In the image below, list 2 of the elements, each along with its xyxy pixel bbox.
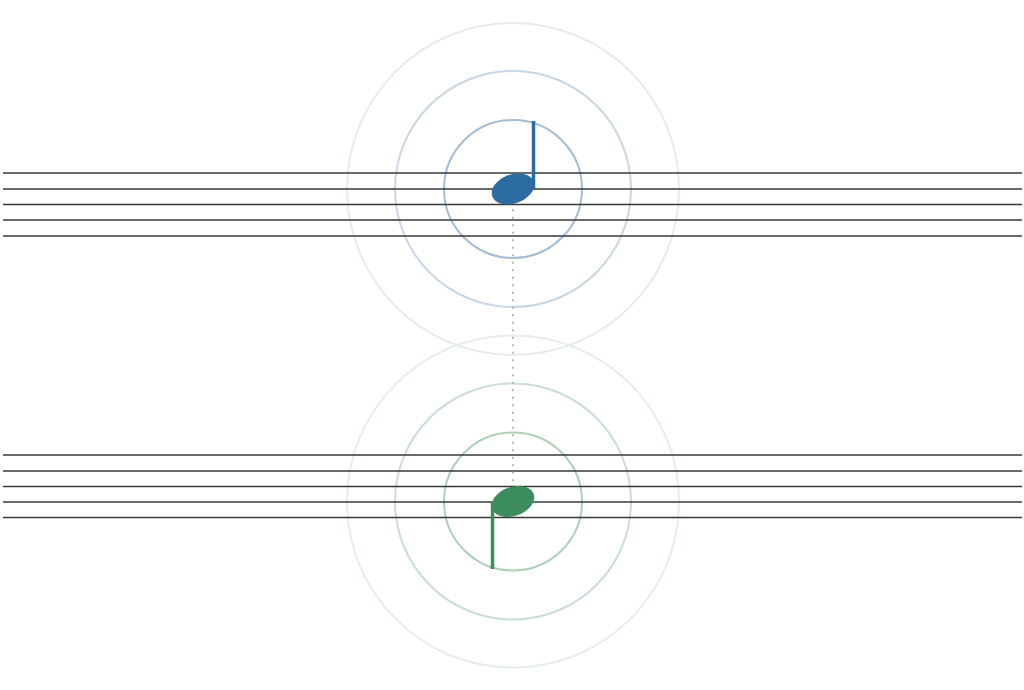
quarter-note (491, 121, 536, 205)
quarter-note (490, 485, 535, 569)
